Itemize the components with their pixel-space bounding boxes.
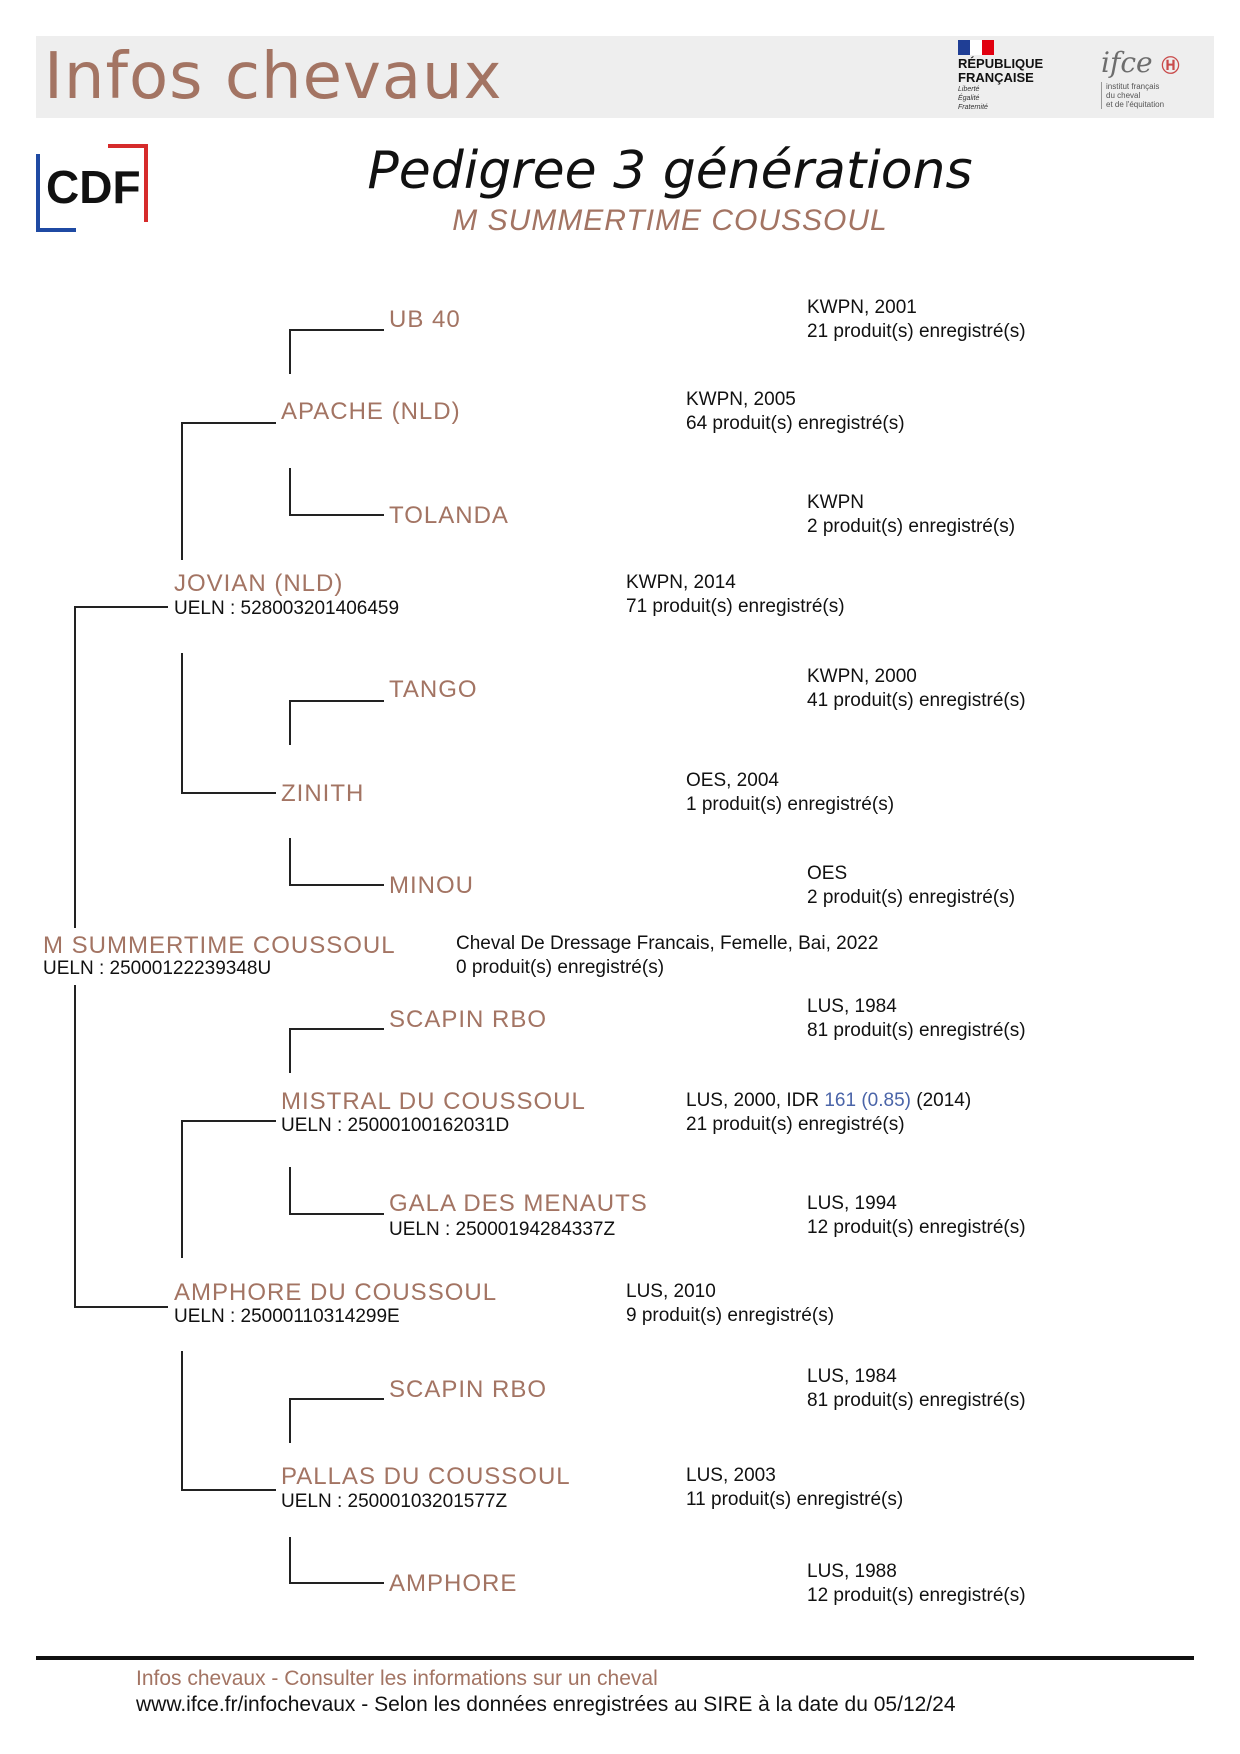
app-title: Infos chevaux bbox=[44, 40, 503, 114]
gov-motto-1: Liberté bbox=[958, 86, 980, 93]
horse-products: 21 produit(s) enregistré(s) bbox=[686, 1114, 905, 1135]
horse-name-ub-40[interactable]: UB 40 bbox=[389, 306, 461, 333]
horse-info: KWPN, 2014 bbox=[626, 572, 736, 593]
gov-motto-2: Égalité bbox=[958, 95, 980, 102]
horse-info: LUS, 2003 bbox=[686, 1465, 776, 1486]
horse-info: LUS, 1984 bbox=[807, 1366, 897, 1387]
horse-products: 2 produit(s) enregistré(s) bbox=[807, 516, 1016, 537]
horse-ueln: UELN : 25000110314299E bbox=[174, 1306, 400, 1327]
horse-name-amphore-du-coussoul[interactable]: AMPHORE DU COUSSOUL bbox=[174, 1279, 498, 1306]
horse-products: 41 produit(s) enregistré(s) bbox=[807, 690, 1026, 711]
gov-logo-line2: FRANÇAISE bbox=[958, 70, 1034, 85]
horse-info: LUS, 1984 bbox=[807, 996, 897, 1017]
horse-products: 71 produit(s) enregistré(s) bbox=[626, 596, 845, 617]
page-title: Pedigree 3 générations bbox=[367, 141, 973, 201]
horse-info: KWPN, 2000 bbox=[807, 666, 917, 687]
horse-name-scapin-rbo[interactable]: SCAPIN RBO bbox=[389, 1376, 548, 1403]
horse-name-zinith[interactable]: ZINITH bbox=[281, 780, 365, 807]
cdf-logo: CDF bbox=[36, 144, 148, 232]
horse-name-tolanda[interactable]: TOLANDA bbox=[389, 502, 509, 529]
horse-products: 12 produit(s) enregistré(s) bbox=[807, 1585, 1026, 1606]
horse-info: KWPN bbox=[807, 492, 864, 513]
horse-info: KWPN, 2001 bbox=[807, 297, 917, 318]
horse-products: 9 produit(s) enregistré(s) bbox=[626, 1305, 835, 1326]
french-flag-icon bbox=[958, 40, 994, 55]
horse-ueln: UELN : 25000103201577Z bbox=[281, 1491, 508, 1512]
horse-info: LUS, 1994 bbox=[807, 1193, 897, 1214]
horse-info: LUS, 1988 bbox=[807, 1561, 897, 1582]
cdf-logo-text: CDF bbox=[46, 161, 141, 213]
horse-products: 11 produit(s) enregistré(s) bbox=[686, 1489, 904, 1510]
page-subtitle: M SUMMERTIME COUSSOUL bbox=[452, 204, 888, 237]
horse-name-mistral-du-coussoul[interactable]: MISTRAL DU COUSSOUL bbox=[281, 1088, 586, 1115]
horse-products: 21 produit(s) enregistré(s) bbox=[807, 321, 1026, 342]
horse-info: OES bbox=[807, 863, 848, 884]
ifce-sub-3: et de l'équitation bbox=[1101, 100, 1211, 109]
horse-ueln: UELN : 528003201406459 bbox=[174, 598, 400, 619]
horse-info: OES, 2004 bbox=[686, 770, 779, 791]
idr-value-link[interactable]: 161 bbox=[824, 1090, 857, 1111]
gov-logo-line1: RÉPUBLIQUE bbox=[958, 56, 1044, 71]
subject-ueln: UELN : 25000122239348U bbox=[43, 958, 272, 979]
horse-products: 64 produit(s) enregistré(s) bbox=[686, 413, 905, 434]
horse-name-minou[interactable]: MINOU bbox=[389, 872, 474, 899]
ifce-sub-2: du cheval bbox=[1101, 91, 1211, 100]
horse-name-tango[interactable]: TANGO bbox=[389, 676, 478, 703]
horse-name-apache-nld[interactable]: APACHE (NLD) bbox=[281, 398, 461, 425]
horse-name-gala-des-menauts[interactable]: GALA DES MENAUTS bbox=[389, 1190, 648, 1217]
idr-index-link[interactable]: (0.85) bbox=[861, 1090, 911, 1111]
ifce-sub-1: institut français bbox=[1101, 82, 1211, 91]
horse-info: KWPN, 2005 bbox=[686, 389, 796, 410]
horse-info-idr: LUS, 2000, IDR 161 (0.85) (2014) bbox=[686, 1090, 972, 1111]
horse-name-amphore[interactable]: AMPHORE bbox=[389, 1570, 518, 1597]
horse-products: 81 produit(s) enregistré(s) bbox=[807, 1390, 1026, 1411]
republique-francaise-logo: RÉPUBLIQUE FRANÇAISE Liberté Égalité Fra… bbox=[958, 40, 1058, 112]
subject-info: Cheval De Dressage Francais, Femelle, Ba… bbox=[456, 933, 879, 954]
header-band: Infos chevaux RÉPUBLIQUE FRANÇAISE Liber… bbox=[36, 36, 1214, 118]
footer-divider bbox=[36, 1656, 1194, 1660]
horse-products: 12 produit(s) enregistré(s) bbox=[807, 1217, 1026, 1238]
ifce-logo: ifce Ⓗ institut français du cheval et de… bbox=[1101, 48, 1211, 109]
gov-motto-3: Fraternité bbox=[958, 104, 988, 111]
horse-info: LUS, 2010 bbox=[626, 1281, 716, 1302]
horse-name-jovian-nld[interactable]: JOVIAN (NLD) bbox=[174, 570, 344, 597]
horse-products: 2 produit(s) enregistré(s) bbox=[807, 887, 1016, 908]
footer-line-1: Infos chevaux - Consulter les informatio… bbox=[136, 1667, 658, 1690]
horse-ueln: UELN : 25000194284337Z bbox=[389, 1219, 616, 1240]
horse-name-scapin-rbo[interactable]: SCAPIN RBO bbox=[389, 1006, 548, 1033]
horse-products: 1 produit(s) enregistré(s) bbox=[686, 794, 895, 815]
ifce-logo-mark: ifce Ⓗ bbox=[1101, 46, 1180, 79]
subject-horse-name: M SUMMERTIME COUSSOUL bbox=[43, 932, 396, 959]
horse-ueln: UELN : 25000100162031D bbox=[281, 1115, 510, 1136]
horse-name-pallas-du-coussoul[interactable]: PALLAS DU COUSSOUL bbox=[281, 1463, 571, 1490]
horse-products: 81 produit(s) enregistré(s) bbox=[807, 1020, 1026, 1041]
footer-line-2: www.ifce.fr/infochevaux - Selon les donn… bbox=[136, 1693, 956, 1716]
subject-products: 0 produit(s) enregistré(s) bbox=[456, 957, 665, 978]
